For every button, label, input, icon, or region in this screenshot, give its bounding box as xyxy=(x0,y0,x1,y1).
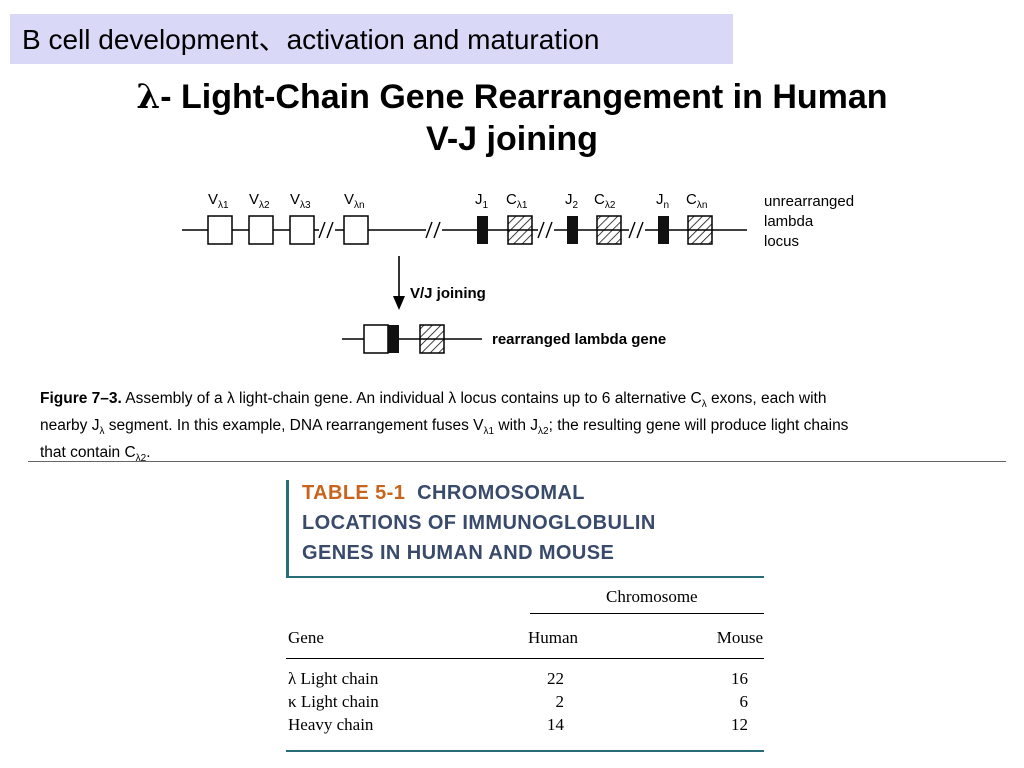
label-v1: Vλ1 xyxy=(208,191,229,211)
label-v3: Vλ3 xyxy=(290,191,311,211)
col-header-human: Human xyxy=(528,628,579,647)
j1-box xyxy=(477,216,488,244)
v2-box xyxy=(248,215,274,245)
arrow-head xyxy=(393,296,405,310)
jn-box xyxy=(658,216,669,244)
table-title: TABLE 5-1 CHROMOSOMAL LOCATIONS OF IMMUN… xyxy=(302,478,762,568)
label-jn: Jn xyxy=(656,191,669,211)
row-2-mouse: 6 xyxy=(739,692,749,711)
table-title-line-3: GENES IN HUMAN AND MOUSE xyxy=(302,542,615,564)
c2-box xyxy=(596,215,622,245)
slide-title: λ- Light-Chain Gene Rearrangement in Hum… xyxy=(0,76,1024,160)
rearranged-j-box xyxy=(388,325,399,353)
figure-divider xyxy=(28,461,1006,462)
label-c2: Cλ2 xyxy=(594,191,616,211)
j2-box xyxy=(567,216,578,244)
label-v2: Vλ2 xyxy=(249,191,270,211)
locus-label-2: lambda xyxy=(764,213,814,230)
caption-line-3: that contain Cλ2. xyxy=(40,444,151,465)
label-vn: Vλn xyxy=(344,191,365,211)
row-2-human: 2 xyxy=(555,692,565,711)
label-c1: Cλ1 xyxy=(506,191,528,211)
cn-box xyxy=(687,215,713,245)
vn-box xyxy=(343,215,369,245)
group-header-chromosome: Chromosome xyxy=(606,587,698,606)
title-line-1: λ- Light-Chain Gene Rearrangement in Hum… xyxy=(0,76,1024,118)
table-top-rule xyxy=(286,576,764,578)
label-j2: J2 xyxy=(565,191,579,211)
caption-line-2: nearby Jλ segment. In this example, DNA … xyxy=(40,417,849,438)
chromosome-table: TABLE 5-1 CHROMOSOMAL LOCATIONS OF IMMUN… xyxy=(286,478,764,758)
table-title-line-1: TABLE 5-1 CHROMOSOMAL xyxy=(302,482,585,504)
table-bottom-rule xyxy=(286,750,764,752)
c1-box xyxy=(507,215,533,245)
table-accent-bar xyxy=(286,480,289,578)
row-1-human: 22 xyxy=(547,669,564,688)
label-cn: Cλn xyxy=(686,191,707,211)
rearranged-c-box xyxy=(419,324,445,354)
row-3-human: 14 xyxy=(547,715,564,734)
row-2-gene: κ Light chain xyxy=(288,692,379,711)
row-3-gene: Heavy chain xyxy=(288,715,374,734)
topic-banner: B cell development、activation and matura… xyxy=(10,14,733,64)
topic-text: B cell development、activation and matura… xyxy=(22,24,600,55)
break-mark-3 xyxy=(537,221,554,239)
lambda-locus-figure: Vλ1 Vλ2 Vλ3 Vλn J1 Cλ1 J2 Cλ2 Jn Cλn unr… xyxy=(12,168,1006,464)
vj-joining-label: V/J joining xyxy=(410,285,486,302)
caption-line-1: Figure 7–3. Assembly of a λ light-chain … xyxy=(40,390,827,411)
row-1-gene: λ Light chain xyxy=(288,669,379,688)
title-line-2: V-J joining xyxy=(426,120,598,158)
lambda-symbol: λ xyxy=(136,77,161,117)
rearranged-v-box xyxy=(363,324,389,354)
group-header-rule xyxy=(530,613,764,614)
v3-box xyxy=(289,215,315,245)
col-header-gene: Gene xyxy=(288,628,324,647)
v1-box xyxy=(207,215,233,245)
break-mark-2 xyxy=(425,221,442,239)
locus-label-1: unrearranged xyxy=(764,193,854,210)
label-j1: J1 xyxy=(475,191,489,211)
title-line-1-text: - Light-Chain Gene Rearrangement in Huma… xyxy=(160,78,888,116)
rearranged-label: rearranged lambda gene xyxy=(492,331,666,348)
locus-diagram: Vλ1 Vλ2 Vλ3 Vλn J1 Cλ1 J2 Cλ2 Jn Cλn unr… xyxy=(182,191,854,354)
locus-label-3: locus xyxy=(764,233,799,250)
break-mark-1 xyxy=(318,221,335,239)
break-mark-4 xyxy=(628,221,645,239)
row-3-mouse: 12 xyxy=(731,715,748,734)
figure-caption: Figure 7–3. Assembly of a λ light-chain … xyxy=(40,388,1006,469)
header-bottom-rule xyxy=(286,658,764,659)
col-header-mouse: Mouse xyxy=(716,628,763,647)
table-title-line-2: LOCATIONS OF IMMUNOGLOBULIN xyxy=(302,512,656,534)
row-1-mouse: 16 xyxy=(731,669,748,688)
